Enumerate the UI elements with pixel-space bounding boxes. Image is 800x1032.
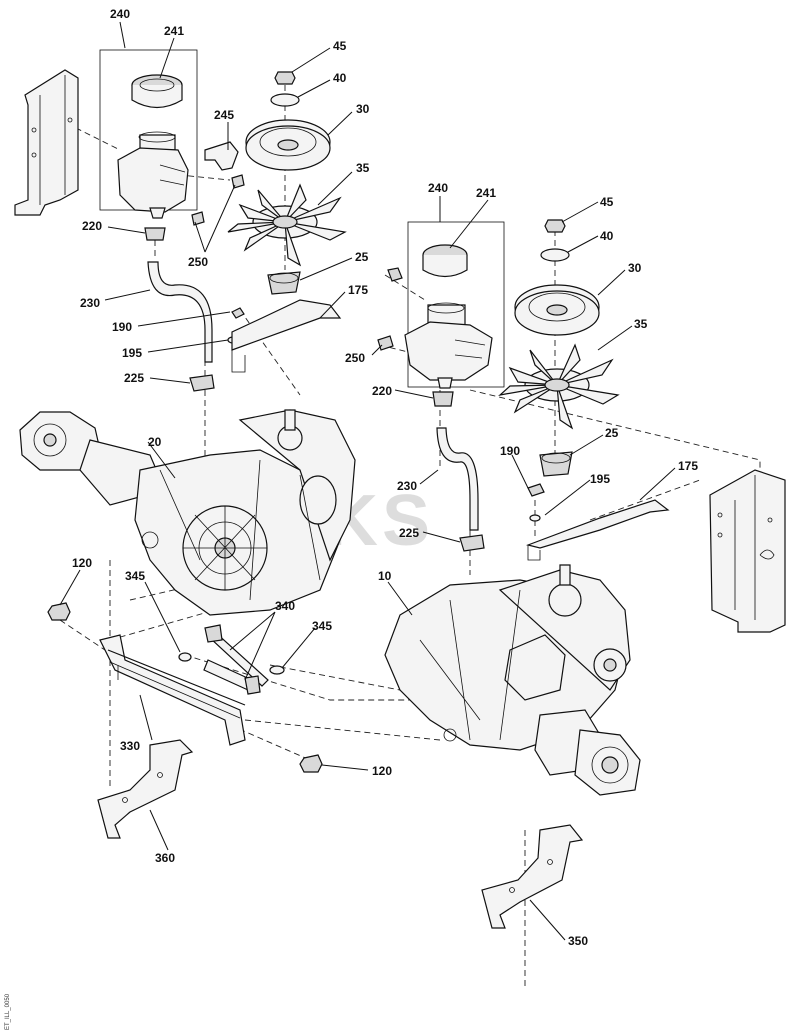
label-220-left: 220 <box>82 219 102 233</box>
fan-blades-left <box>227 183 347 267</box>
label-240-left: 240 <box>110 7 130 21</box>
leader-lines <box>59 21 676 941</box>
label-241-left: 241 <box>164 24 184 38</box>
label-360: 360 <box>155 851 175 865</box>
reservoir-left <box>99 49 198 219</box>
label-230-right: 230 <box>397 479 417 493</box>
label-225-left: 225 <box>124 371 144 385</box>
label-195-left: 195 <box>122 346 142 360</box>
label-345-right: 345 <box>312 619 332 633</box>
label-45-left: 45 <box>333 39 347 53</box>
transaxle-right <box>384 564 641 796</box>
label-240-right: 240 <box>428 181 448 195</box>
label-40-left: 40 <box>333 71 347 85</box>
bracket-350 <box>481 824 584 929</box>
label-241-right: 241 <box>476 186 496 200</box>
label-220-right: 220 <box>372 384 392 398</box>
label-30-left: 30 <box>356 102 370 116</box>
fan-blades-right <box>498 343 620 430</box>
frame-bracket-left <box>14 69 79 216</box>
label-230-left: 230 <box>80 296 100 310</box>
pulley-fan-right <box>498 219 620 477</box>
label-40-right: 40 <box>600 229 614 243</box>
bracket-360 <box>97 739 194 839</box>
label-45-right: 45 <box>600 195 614 209</box>
label-195-right: 195 <box>590 472 610 486</box>
label-250-left: 250 <box>188 255 208 269</box>
label-25-left: 25 <box>355 250 369 264</box>
label-35-right: 35 <box>634 317 648 331</box>
label-35-left: 35 <box>356 161 370 175</box>
pulley-fan-left <box>227 71 347 295</box>
label-175-left: 175 <box>348 283 368 297</box>
transaxle-left <box>19 409 356 616</box>
part-labels: 240 241 45 40 245 30 35 220 250 25 175 2… <box>72 7 698 948</box>
label-30-right: 30 <box>628 261 642 275</box>
label-120-right: 120 <box>372 764 392 778</box>
label-190-left: 190 <box>112 320 132 334</box>
label-350: 350 <box>568 934 588 948</box>
mounting-hardware <box>47 602 323 773</box>
label-20: 20 <box>148 435 162 449</box>
label-330: 330 <box>120 739 140 753</box>
label-25-right: 25 <box>605 426 619 440</box>
drawing-code: ET_ILL_0050 <box>5 993 11 1030</box>
label-175-right: 175 <box>678 459 698 473</box>
label-340: 340 <box>275 599 295 613</box>
small-parts-left <box>144 141 342 392</box>
label-120-left: 120 <box>72 556 92 570</box>
label-225-right: 225 <box>399 526 419 540</box>
reservoir-right <box>404 221 505 389</box>
label-10: 10 <box>378 569 392 583</box>
label-345-left: 345 <box>125 569 145 583</box>
frame-bracket-right <box>709 469 786 633</box>
label-245: 245 <box>214 108 234 122</box>
label-190-right: 190 <box>500 444 520 458</box>
label-250-right: 250 <box>345 351 365 365</box>
small-parts-right <box>377 267 670 561</box>
